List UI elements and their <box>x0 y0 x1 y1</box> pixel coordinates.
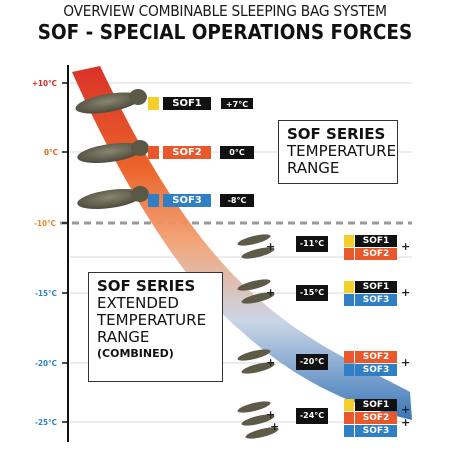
combo-2-chip-sof1 <box>344 281 354 293</box>
sof-series-box: SOF SERIES TEMPERATURE RANGE <box>278 120 398 184</box>
combo-3-chip-sof3 <box>344 364 354 376</box>
tick-labels: +10°C 0°C -10°C -15°C -20°C -25°C <box>32 79 58 427</box>
combo-1-chip-sof2 <box>344 248 354 260</box>
sof-series-box-line3: RANGE <box>287 159 340 177</box>
combo-1-bag-sof1: SOF1 <box>355 235 397 247</box>
combo-2-bag-sof3: SOF3 <box>355 294 397 306</box>
extended-range-box: SOF SERIES EXTENDED TEMPERATURE RANGE (C… <box>88 272 223 382</box>
combo-4-plus-b: + <box>401 416 411 429</box>
combo-1-temp: -11°C <box>296 236 328 252</box>
combo-2-plus-inner: + <box>266 286 276 299</box>
bag-image-sof1 <box>75 89 147 114</box>
combo-3-chip-sof2 <box>344 351 354 363</box>
sof2-temp: 0°C <box>220 146 254 159</box>
combo-bag-images-1 <box>237 234 275 259</box>
sof3-temp: -8°C <box>220 194 254 207</box>
sof2-color-chip <box>148 146 159 159</box>
combo-4-bag-sof2: SOF2 <box>355 412 397 424</box>
combo-4-plus-inner-a: + <box>266 408 276 421</box>
tick-label-minus10: -10°C <box>34 219 56 228</box>
tick-label-minus20: -20°C <box>35 359 57 368</box>
combo-4-plus-a: + <box>401 403 411 416</box>
sof-series-box-line2: TEMPERATURE <box>287 142 397 160</box>
combo-3-bag-sof3: SOF3 <box>355 364 397 376</box>
combo-4-bag-sof3: SOF3 <box>355 425 397 437</box>
tick-label-plus10: +10°C <box>32 79 57 88</box>
tick-label-0: 0°C <box>44 148 58 157</box>
combo-1-plus-inner: + <box>266 240 276 253</box>
bag-image-sof2 <box>77 140 149 164</box>
tick-label-minus25: -25°C <box>35 418 57 427</box>
combo-4-plus-inner-b: + <box>270 420 280 433</box>
extended-box-title: SOF SERIES <box>97 277 196 295</box>
combo-4-chip-sof3 <box>344 425 354 437</box>
combo-2-chip-sof3 <box>344 294 354 306</box>
combo-2-bag-sof1: SOF1 <box>355 281 397 293</box>
overview-heading: OVERVIEW COMBINABLE SLEEPING BAG SYSTEM <box>63 2 387 20</box>
combo-2-plus: + <box>401 286 411 299</box>
extended-box-line2: EXTENDED <box>97 294 179 312</box>
combo-3-temp: -20°C <box>296 354 328 370</box>
page-title: SOF - SPECIAL OPERATIONS FORCES <box>37 20 413 44</box>
tick-marks <box>62 82 68 423</box>
combo-1-plus: + <box>401 240 411 253</box>
sof1-label: SOF1 <box>163 97 211 110</box>
combo-1-bag-sof2: SOF2 <box>355 248 397 260</box>
extended-box-line5: (COMBINED) <box>97 347 174 360</box>
sof3-color-chip <box>148 194 159 207</box>
tick-label-minus15: -15°C <box>35 289 57 298</box>
extended-box-line3: TEMPERATURE <box>97 311 207 329</box>
bag-image-sof3 <box>77 186 149 210</box>
sof1-temp: +7°C <box>220 97 254 110</box>
sof-series-box-title: SOF SERIES <box>287 125 386 143</box>
combo-3-bag-sof2: SOF2 <box>355 351 397 363</box>
sof1-color-chip <box>148 97 159 110</box>
sof3-label: SOF3 <box>163 194 211 207</box>
combo-1-chip-sof1 <box>344 235 354 247</box>
combo-3-plus-inner: + <box>266 356 276 369</box>
combo-2-temp: -15°C <box>296 285 328 301</box>
extended-box-line4: RANGE <box>97 328 150 346</box>
combo-bag-images-4 <box>237 401 279 439</box>
sof2-label: SOF2 <box>163 146 211 159</box>
combo-3-plus: + <box>401 356 411 369</box>
combo-4-bag-sof1: SOF1 <box>355 399 397 411</box>
combo-bag-images-2 <box>237 279 275 304</box>
combo-bag-images-3 <box>237 349 275 374</box>
combo-4-temp: -24°C <box>296 408 328 424</box>
combo-4-chip-sof1 <box>344 399 354 411</box>
combo-4-chip-sof2 <box>344 412 354 424</box>
